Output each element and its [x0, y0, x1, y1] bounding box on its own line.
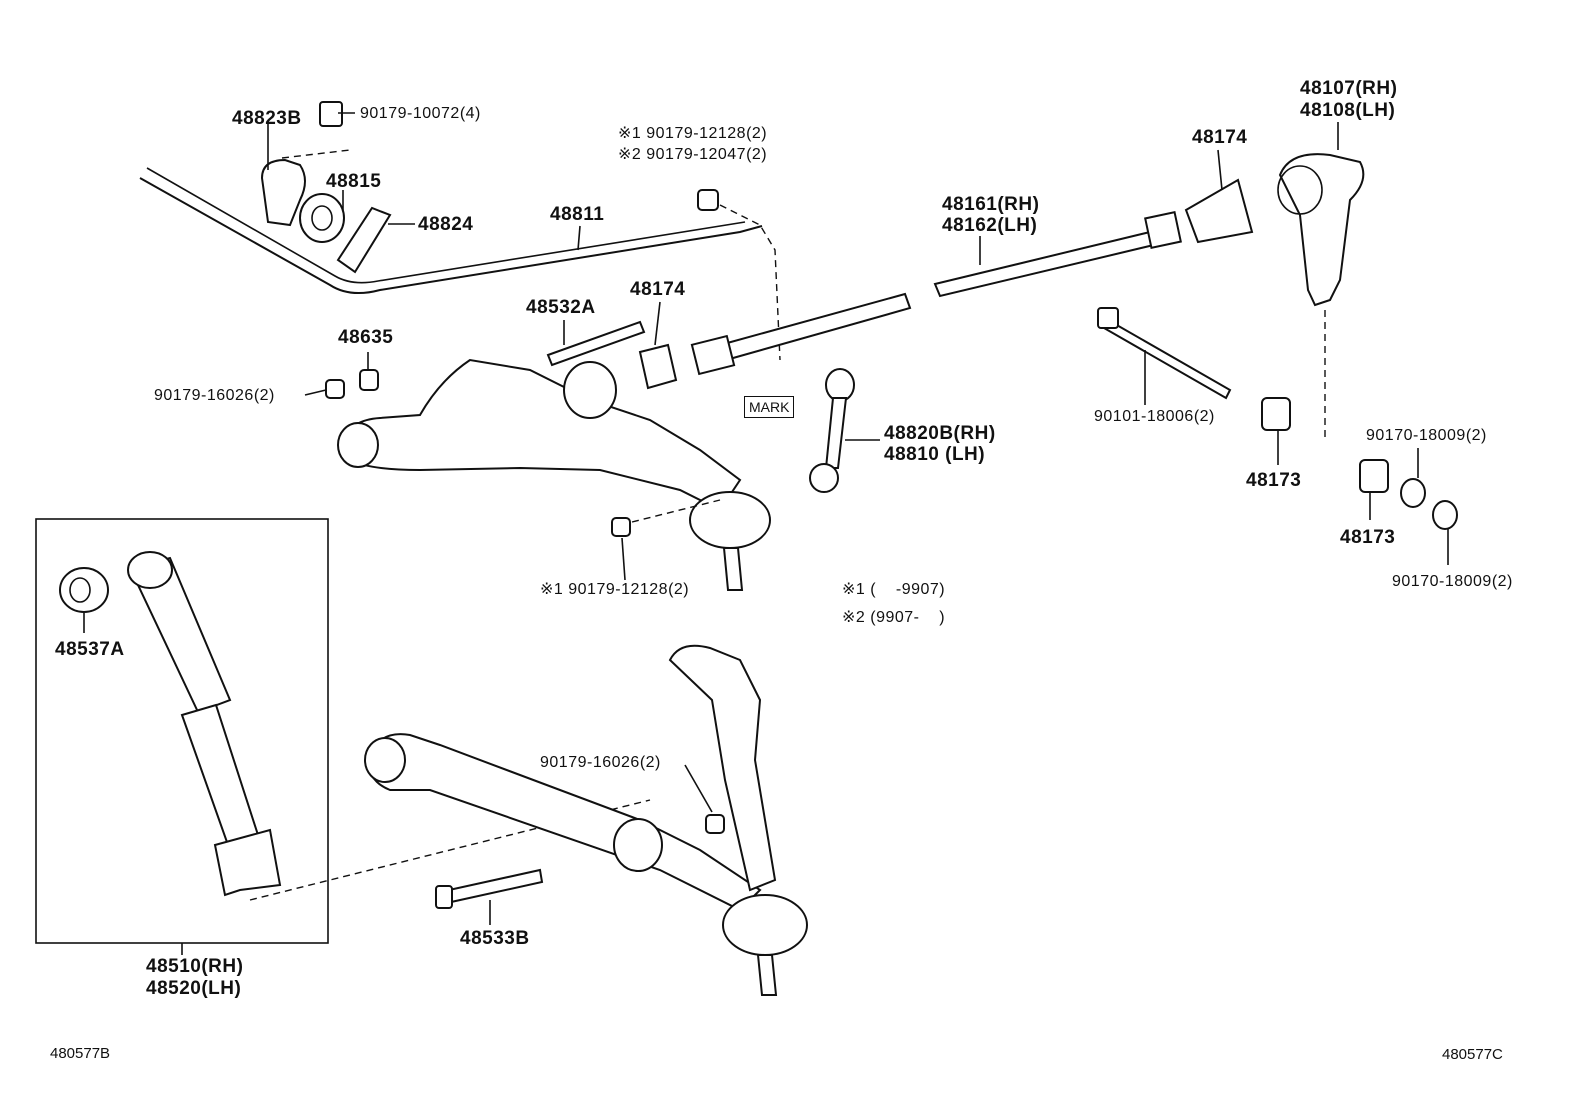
- label-48810: 48810 (LH): [884, 444, 986, 465]
- label-48635: 48635: [338, 327, 394, 348]
- label-48173-b: 48173: [1340, 527, 1396, 548]
- bushing-bracket: [260, 158, 306, 227]
- bolt-nut-top: [319, 101, 343, 127]
- ref-code-left: 480577B: [50, 1045, 111, 1062]
- label-48533b: 48533B: [460, 928, 530, 949]
- pad-48173-a: [1261, 397, 1291, 431]
- nut-90170-a: [1400, 478, 1426, 508]
- ball-joint-lower: [722, 894, 808, 956]
- link-rod: [824, 397, 848, 469]
- label-48823b: 48823B: [232, 108, 302, 129]
- label-90179-16026-low: 90179-16026(2): [540, 754, 661, 771]
- note-2: ※2 (9907- ): [842, 609, 946, 626]
- label-48820b: 48820B(RH): [884, 423, 996, 444]
- label-48174-right: 48174: [1192, 127, 1248, 148]
- label-90179-16026-top: 90179-16026(2): [154, 387, 275, 404]
- steering-knuckle: [1278, 153, 1365, 307]
- shock-top-bushing: [127, 551, 173, 589]
- leader-dash-ballnut: [631, 499, 721, 523]
- note-1: ※1 ( -9907): [842, 581, 946, 598]
- bracket-plate: [336, 206, 392, 274]
- label-90179-10072: 90179-10072(4): [360, 105, 481, 122]
- leader-lines: [83, 112, 1449, 955]
- drive-shaft-right: [933, 230, 1160, 298]
- lower-arm-tower: [668, 644, 777, 892]
- nut-90179-16026-top: [325, 379, 345, 399]
- lower-arm-bushing-rear: [613, 818, 663, 872]
- pad-48173-b: [1359, 459, 1389, 493]
- upper-control-arm: [343, 358, 742, 512]
- label-48510: 48510(RH): [146, 956, 244, 977]
- label-48173-a: 48173: [1246, 470, 1302, 491]
- bushing-hole: [311, 205, 333, 231]
- nut-90170-b: [1432, 500, 1458, 530]
- label-48174-mid: 48174: [630, 279, 686, 300]
- long-bolt: [1102, 318, 1232, 400]
- arm-bushing-front: [337, 422, 379, 468]
- stabilizer-bar: [139, 177, 763, 295]
- boot-right: [1184, 178, 1254, 244]
- bolt-48533b: [438, 868, 544, 906]
- label-90170-18009-b: 90170-18009(2): [1392, 573, 1513, 590]
- label-48824: 48824: [418, 214, 474, 235]
- arm-bushing-rear: [563, 361, 617, 419]
- label-48532a: 48532A: [526, 297, 596, 318]
- nut-90179-16026-low: [705, 814, 725, 834]
- label-90179-12128-mid: ※1 90179-12128(2): [540, 581, 690, 598]
- boot-mid: [638, 343, 678, 390]
- label-90101-18006: 90101-18006(2): [1094, 408, 1215, 425]
- shaft-spline-left: [690, 334, 736, 376]
- label-48815: 48815: [326, 171, 382, 192]
- label-48162: 48162(LH): [942, 215, 1038, 236]
- spacer-48635: [359, 369, 379, 391]
- label-48107: 48107(RH): [1300, 78, 1398, 99]
- bushing: [299, 193, 345, 243]
- ball-joint-upper: [689, 491, 771, 549]
- label-48108: 48108(LH): [1300, 100, 1396, 121]
- label-90179-12047: ※2 90179-12047(2): [618, 146, 768, 163]
- ball-joint-stud: [722, 547, 744, 591]
- shaft-spline: [1144, 211, 1182, 249]
- label-48520: 48520(LH): [146, 978, 242, 999]
- link-bottom-end: [809, 463, 839, 493]
- bushing-48537a: [59, 567, 109, 613]
- ball-joint-lower-stud: [756, 954, 778, 996]
- bolt-48532a: [546, 320, 646, 367]
- shock-lower-fork: [213, 828, 282, 897]
- label-48161: 48161(RH): [942, 194, 1040, 215]
- drive-shaft-left: [718, 292, 912, 362]
- shock-lower-body: [180, 703, 260, 847]
- ref-code-right: 480577C: [1442, 1046, 1503, 1063]
- leader-dash-nut: [281, 149, 351, 159]
- lower-arm-bushing-front: [364, 737, 406, 783]
- label-90170-18009-a: 90170-18009(2): [1366, 427, 1487, 444]
- nut-90179-12128-mid: [611, 517, 631, 537]
- stabilizer-bar-inner: [146, 167, 746, 284]
- bushing-48537a-hole: [69, 577, 91, 603]
- bolt-48533b-head: [435, 885, 453, 909]
- knuckle-bore: [1277, 165, 1323, 215]
- label-48537a: 48537A: [55, 639, 125, 660]
- label-90179-12128-top: ※1 90179-12128(2): [618, 125, 768, 142]
- mark-label: MARK: [744, 396, 795, 418]
- link-top-end: [825, 368, 855, 402]
- link-nut-top: [697, 189, 719, 211]
- label-48811: 48811: [550, 204, 605, 225]
- long-bolt-head: [1097, 307, 1119, 329]
